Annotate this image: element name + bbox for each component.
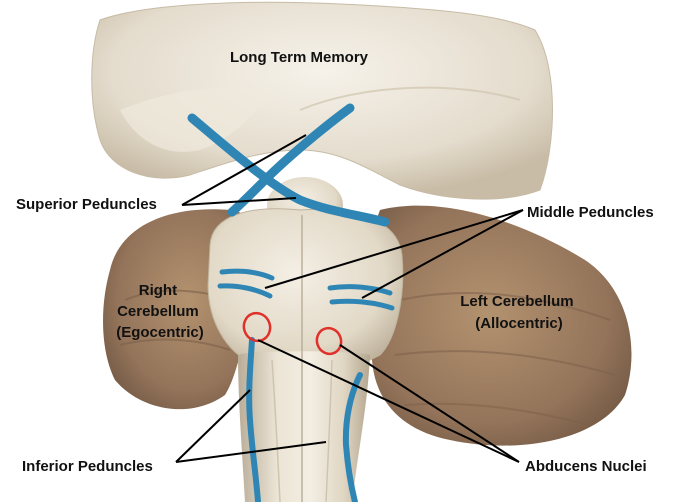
label-left-cerebellum-line-2: (Allocentric) [475,315,563,332]
label-right-cerebellum-line-2: Cerebellum [117,303,199,320]
label-middle-peduncles: Middle Peduncles [527,204,654,221]
label-right-cerebellum-line-1: Right [139,282,177,299]
cerebrum [92,2,553,199]
label-superior-peduncles: Superior Peduncles [16,196,157,213]
label-inferior-peduncles: Inferior Peduncles [22,458,153,475]
label-abducens-nuclei: Abducens Nuclei [525,458,647,475]
label-right-cerebellum-line-3: (Egocentric) [116,324,204,341]
label-long-term-memory: Long Term Memory [230,49,369,66]
label-left-cerebellum-line-1: Left Cerebellum [460,293,573,310]
